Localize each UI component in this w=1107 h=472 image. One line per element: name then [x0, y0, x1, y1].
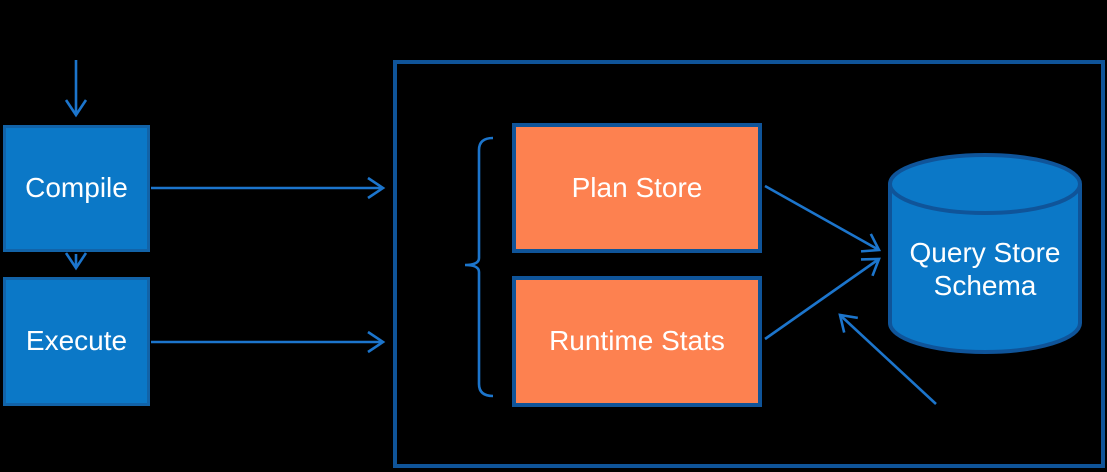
- runtime-stats-to-schema-arrow: [764, 257, 881, 341]
- grouping-brace: [464, 136, 494, 398]
- compile-label: Compile: [25, 172, 128, 204]
- database-cylinder: [888, 153, 1082, 354]
- bottom-input-to-schema-arrow: [838, 313, 937, 405]
- database-cylinder-top: [888, 153, 1082, 215]
- plan-store-to-schema-arrow: [764, 184, 882, 253]
- query-store-container: [393, 60, 1105, 468]
- compile-node: Compile: [3, 125, 150, 252]
- query-store-schema-label: Query Store Schema: [909, 237, 1061, 301]
- execute-label: Execute: [25, 325, 128, 357]
- execute-node: Execute: [3, 277, 150, 406]
- runtime-stats-node: Runtime Stats: [512, 276, 762, 407]
- plan-store-label: Plan Store: [571, 171, 703, 203]
- runtime-stats-label: Runtime Stats: [549, 325, 725, 357]
- database-cylinder-body: [888, 184, 1082, 354]
- plan-store-node: Plan Store: [512, 123, 762, 253]
